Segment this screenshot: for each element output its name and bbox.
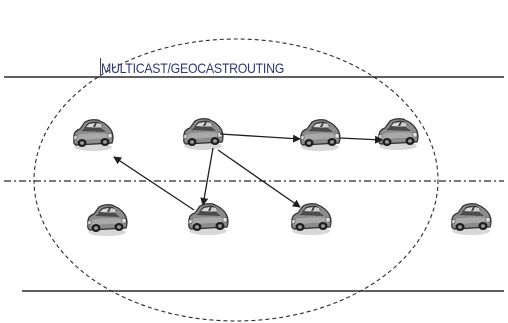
vehicle-icon: [451, 203, 492, 236]
vehicle-icon: [73, 119, 114, 152]
vehicle-icon: [300, 119, 341, 152]
link-arrow: [113, 156, 195, 211]
geocast-region-ellipse: [33, 38, 439, 322]
vehicle-icon: [291, 203, 332, 236]
diagram-title: MULTICAST/GEOCASTROUTING: [101, 60, 285, 76]
link-arrow: [219, 133, 301, 143]
link-arrow: [217, 149, 301, 208]
link-arrow: [200, 147, 214, 206]
text-cursor: [100, 58, 101, 76]
vehicle-icon: [188, 203, 229, 236]
vehicle-icon: [183, 118, 224, 151]
vehicle-icon: [87, 204, 128, 237]
vehicle-icon: [378, 118, 419, 151]
link-arrow: [339, 135, 383, 144]
